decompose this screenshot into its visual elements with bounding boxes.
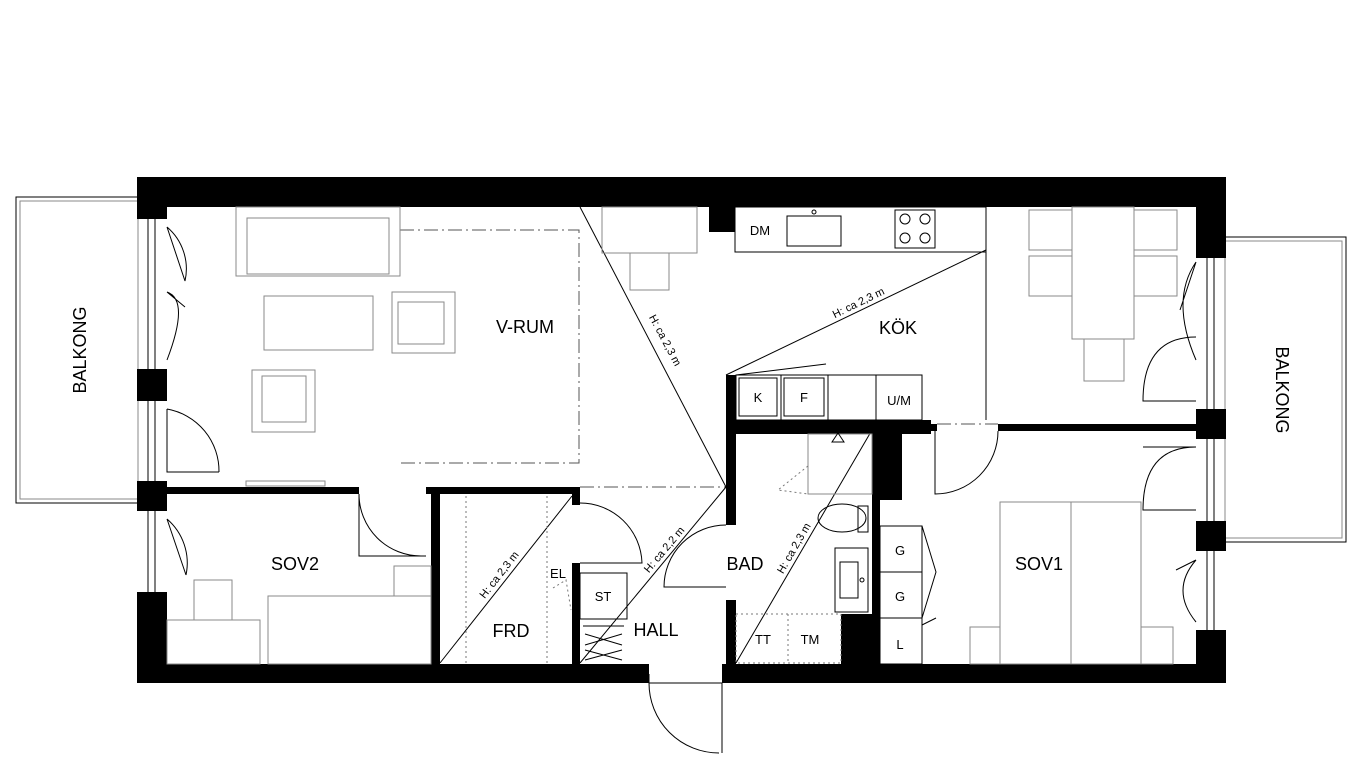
room-label-vardagsrum: V-RUM [496, 317, 554, 337]
room-label-kok: KÖK [879, 318, 917, 338]
fixture-label-linneskap: L [896, 637, 903, 652]
height-label-forrad: H: ca 2,3 m [478, 549, 522, 601]
room-label-sovrum1: SOV1 [1015, 554, 1063, 574]
zone-lines [400, 229, 998, 488]
room-label-bad: BAD [726, 554, 763, 574]
fixture-label-garderob-2: G [895, 589, 905, 604]
interior-walls [167, 207, 1196, 664]
height-label-kok: H: ca 2,3 m [831, 286, 887, 321]
fixture-label-diskmaskin: DM [750, 223, 770, 238]
windows-right [1175, 258, 1215, 630]
height-label-hall: H: ca 2,2 m [642, 525, 687, 576]
height-label-bad: H: ca 2,3 m [775, 521, 814, 576]
fixture-label-torktumlare: TM [801, 632, 820, 647]
fixture-label-tvattmaskin: TT [755, 632, 771, 647]
fixture-label-frys: F [800, 390, 808, 405]
height-label-vardagsrum: H: ca 2,3 m [646, 313, 683, 368]
balcony-left [15, 196, 139, 504]
room-label-sovrum2: SOV2 [271, 554, 319, 574]
windows-left [147, 219, 188, 592]
fixture-label-garderob-1: G [895, 543, 905, 558]
room-label-forrad: FRD [493, 621, 530, 641]
balcony-right [1224, 236, 1347, 543]
balcony-label-right: BALKONG [1272, 346, 1292, 433]
balcony-label-left: BALKONG [70, 306, 90, 393]
room-label-hall: HALL [633, 620, 678, 640]
outer-walls [137, 177, 1226, 683]
fixture-label-stad: ST [595, 589, 612, 604]
doors [166, 336, 1197, 754]
fixture-label-ugn-mikro: U/M [887, 393, 911, 408]
fixture-label-elcentral: EL [550, 566, 566, 581]
fixture-label-kyl: K [754, 390, 763, 405]
furniture [166, 206, 1178, 665]
